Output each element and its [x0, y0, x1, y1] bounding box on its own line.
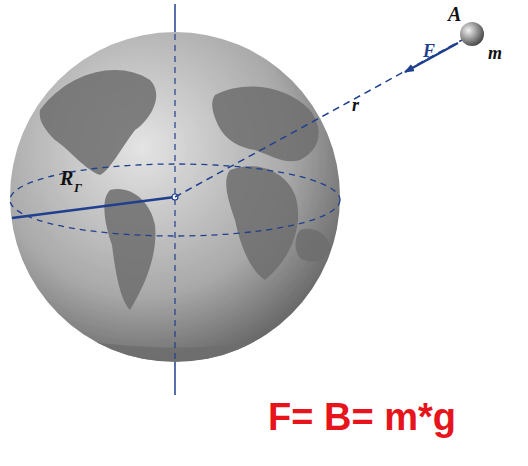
distance-label: r [352, 96, 359, 114]
mass-ball [460, 22, 484, 46]
radius-label: R [60, 168, 73, 188]
radius-line [12, 197, 175, 218]
point-label: A [448, 4, 461, 24]
equator [10, 164, 340, 236]
radius-subscript: Г [74, 181, 82, 194]
force-arrow [405, 43, 458, 72]
force-label: F [423, 42, 435, 60]
formula-text: F= B= m*g [268, 398, 456, 436]
continents [40, 70, 330, 361]
mass-label: m [488, 44, 502, 62]
axis-line [174, 4, 176, 34]
axis-line [174, 360, 176, 395]
distance-line [175, 40, 462, 197]
